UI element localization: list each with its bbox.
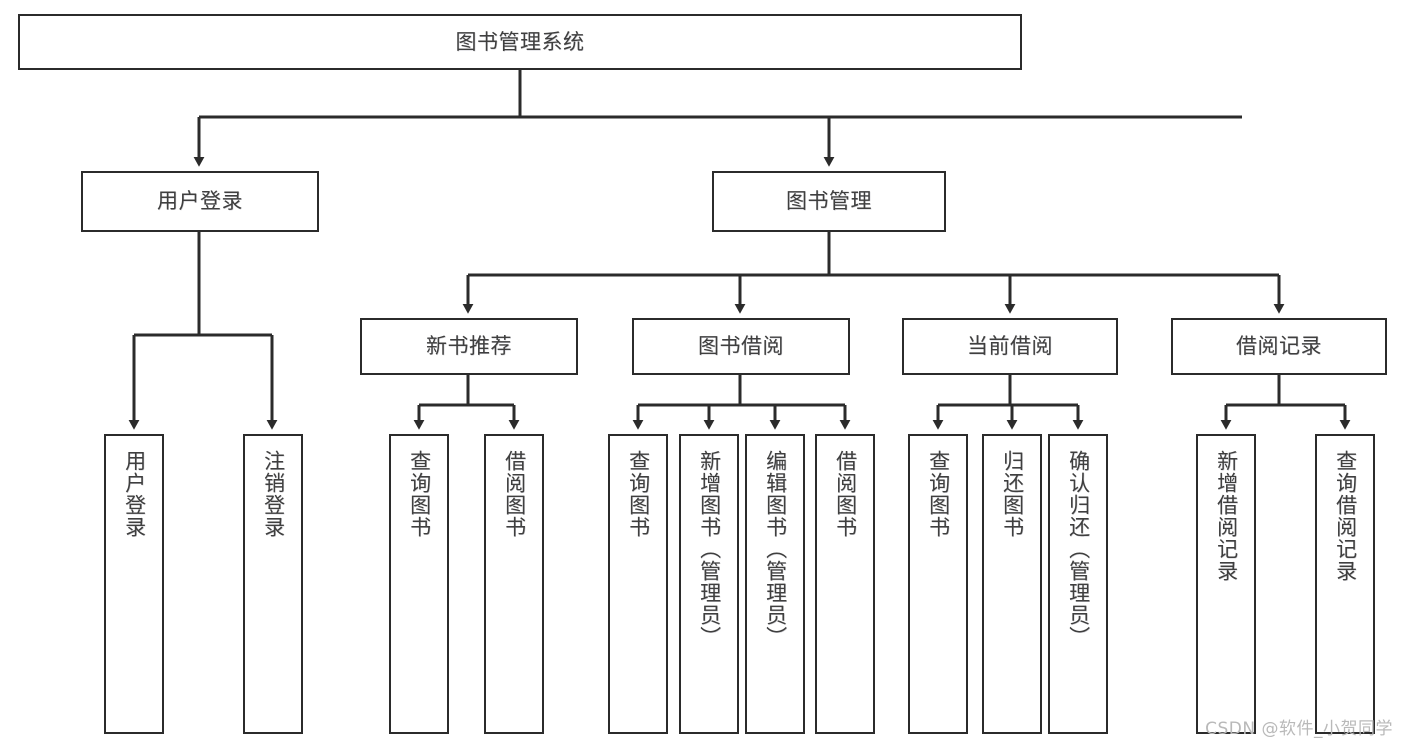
leaf-edit-book-label: 编辑图书（管理员）	[763, 450, 788, 648]
leaf-add-book[interactable]: 新增图书（管理员）	[679, 434, 739, 734]
leaf-return-book-label: 归还图书	[1000, 450, 1025, 538]
leaf-edit-book[interactable]: 编辑图书（管理员）	[745, 434, 805, 734]
node-book-borrow[interactable]: 图书借阅	[632, 318, 850, 375]
leaf-query-book-3[interactable]: 查询图书	[908, 434, 968, 734]
leaf-borrow-book-2[interactable]: 借阅图书	[815, 434, 875, 734]
leaf-logout[interactable]: 注销登录	[243, 434, 303, 734]
node-book-management-label: 图书管理	[786, 189, 872, 214]
leaf-query-book-2[interactable]: 查询图书	[608, 434, 668, 734]
watermark: CSDN @软件_小贺同学	[1205, 719, 1393, 739]
node-borrow-record[interactable]: 借阅记录	[1171, 318, 1387, 375]
leaf-borrow-book-2-label: 借阅图书	[833, 450, 858, 538]
leaf-add-book-label: 新增图书（管理员）	[697, 450, 722, 648]
leaf-return-book[interactable]: 归还图书	[982, 434, 1042, 734]
node-borrow-record-label: 借阅记录	[1236, 334, 1322, 359]
leaf-user-login[interactable]: 用户登录	[104, 434, 164, 734]
leaf-add-record[interactable]: 新增借阅记录	[1196, 434, 1256, 734]
leaf-query-record-label: 查询借阅记录	[1333, 450, 1358, 582]
leaf-logout-label: 注销登录	[261, 450, 286, 538]
node-root-label: 图书管理系统	[455, 29, 585, 54]
node-root[interactable]: 图书管理系统	[18, 14, 1022, 70]
leaf-add-record-label: 新增借阅记录	[1214, 450, 1239, 582]
leaf-borrow-book-1-label: 借阅图书	[502, 450, 527, 538]
leaf-user-login-label: 用户登录	[122, 450, 147, 538]
node-current-borrow[interactable]: 当前借阅	[902, 318, 1118, 375]
node-new-book-recommend-label: 新书推荐	[426, 334, 512, 359]
leaf-borrow-book-1[interactable]: 借阅图书	[484, 434, 544, 734]
node-book-management[interactable]: 图书管理	[712, 171, 946, 232]
leaf-query-book-3-label: 查询图书	[926, 450, 951, 538]
leaf-query-book-2-label: 查询图书	[626, 450, 651, 538]
leaf-confirm-return[interactable]: 确认归还（管理员）	[1048, 434, 1108, 734]
leaf-query-book-1[interactable]: 查询图书	[389, 434, 449, 734]
node-user-login[interactable]: 用户登录	[81, 171, 319, 232]
node-book-borrow-label: 图书借阅	[698, 334, 784, 359]
node-user-login-label: 用户登录	[157, 189, 243, 214]
node-current-borrow-label: 当前借阅	[967, 334, 1053, 359]
leaf-query-record[interactable]: 查询借阅记录	[1315, 434, 1375, 734]
node-new-book-recommend[interactable]: 新书推荐	[360, 318, 578, 375]
leaf-query-book-1-label: 查询图书	[407, 450, 432, 538]
leaf-confirm-return-label: 确认归还（管理员）	[1066, 450, 1091, 648]
